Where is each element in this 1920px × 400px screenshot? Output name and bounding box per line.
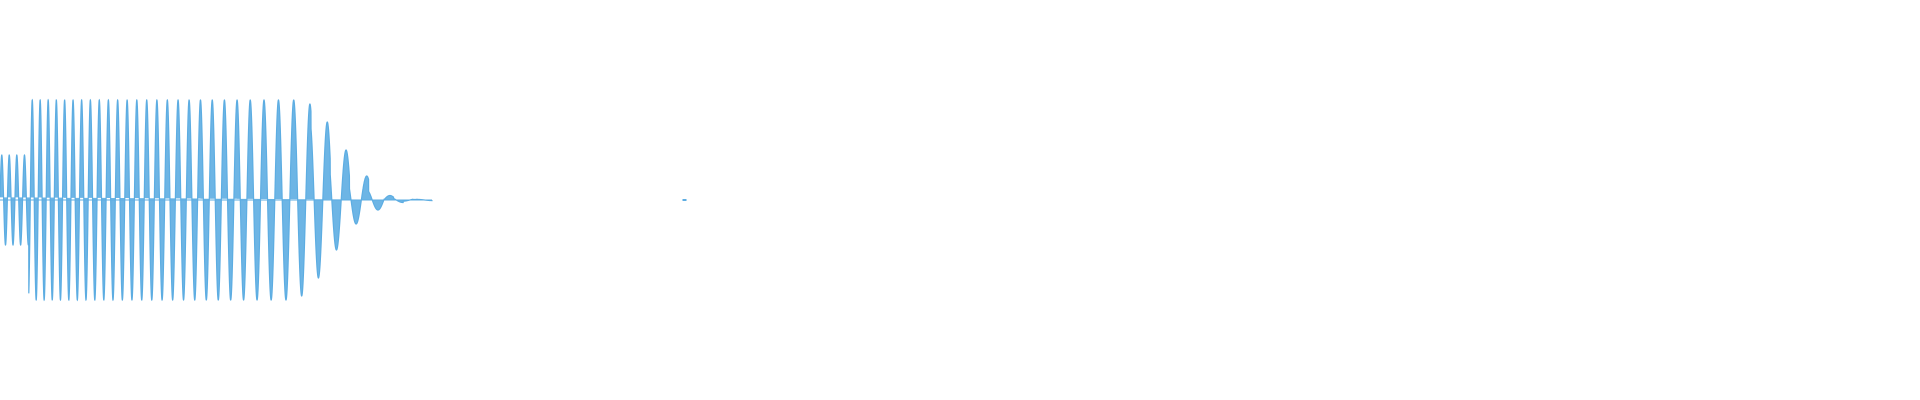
waveform-signal <box>0 98 687 302</box>
